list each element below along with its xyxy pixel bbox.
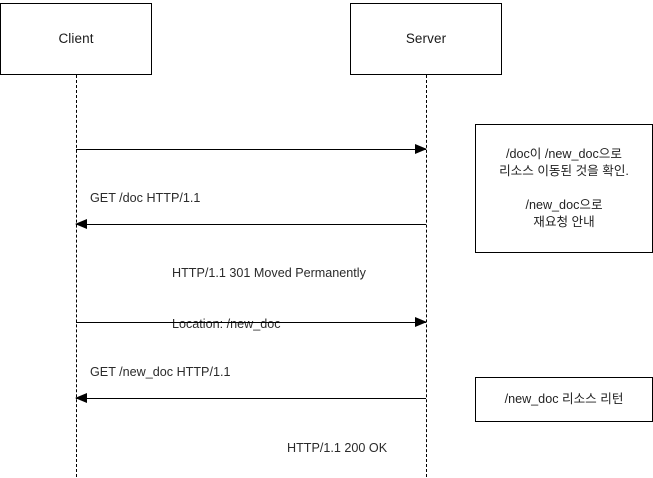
message-line: [76, 149, 426, 150]
note-box-resource-return[interactable]: /new_doc 리소스 리턴: [475, 377, 653, 422]
message-label-line: GET /doc HTTP/1.1: [90, 191, 201, 205]
message-label-line: GET /new_doc HTTP/1.1: [90, 365, 231, 379]
lifeline-client: [76, 75, 77, 477]
arrowhead-left-icon: [75, 218, 87, 229]
message-label-get-doc: GET /doc HTTP/1.1: [90, 156, 200, 241]
participant-label-server: Server: [405, 31, 447, 47]
participant-label-client: Client: [58, 31, 94, 47]
arrowhead-right-icon: [415, 143, 427, 154]
note-line: 리소스 이동된 것을 확인.: [499, 164, 629, 178]
participant-box-client[interactable]: Client: [0, 3, 152, 75]
message-label-line: HTTP/1.1 301 Moved Permanently: [172, 266, 366, 280]
lifeline-server: [426, 75, 427, 477]
note-line: 재요청 안내: [533, 215, 595, 229]
note-box-redirect-explanation[interactable]: /doc이 /new_doc으로 리소스 이동된 것을 확인. /new_doc…: [475, 124, 653, 253]
participant-box-server[interactable]: Server: [350, 3, 502, 75]
message-line: [76, 224, 426, 225]
message-line: [76, 322, 426, 323]
message-line: [76, 398, 426, 399]
note-line: /new_doc 리소스 리턴: [504, 392, 624, 406]
message-label-line: Location: /new_doc: [172, 317, 281, 331]
arrowhead-left-icon: [75, 392, 87, 403]
arrowhead-right-icon: [415, 316, 427, 327]
message-label-301-moved-permanently: HTTP/1.1 301 Moved Permanently Location:…: [172, 231, 366, 367]
note-line: /doc이 /new_doc으로: [506, 147, 622, 161]
message-label-get-new-doc: GET /new_doc HTTP/1.1: [90, 330, 230, 415]
note-line: /new_doc으로: [525, 198, 603, 212]
message-label-200-ok: HTTP/1.1 200 OK: [287, 406, 387, 478]
message-label-line: HTTP/1.1 200 OK: [287, 441, 388, 455]
